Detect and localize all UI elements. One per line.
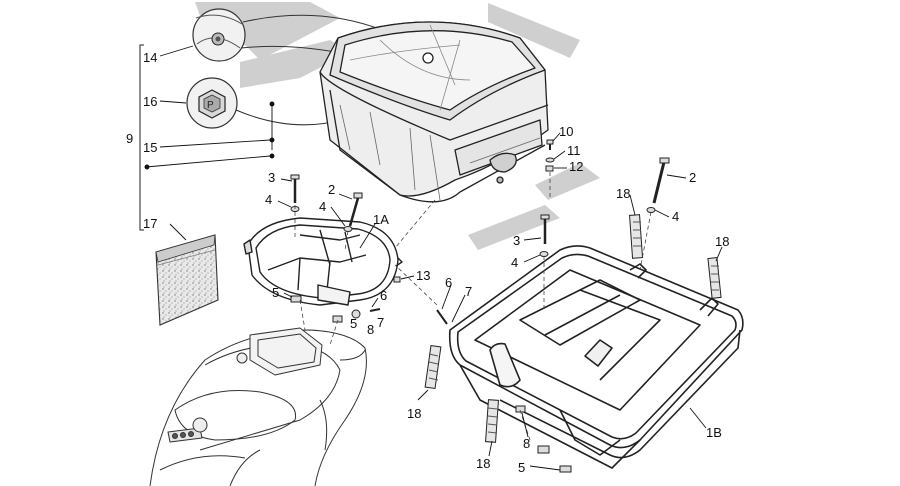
screw-10 [546,139,554,150]
callout-2-right: 2 [689,170,696,185]
callout-1A: 1A [373,212,389,227]
callout-15: 15 [143,140,157,155]
small-rack-1A [243,217,403,306]
callout-5-b: 5 [350,316,357,331]
band-lower-mid [468,205,560,250]
clip-5-a [290,295,302,303]
callout-4-mid: 4 [319,199,326,214]
callout-5-c: 5 [518,460,525,475]
callout-12: 12 [569,159,583,174]
nut-13 [393,276,401,283]
detail-circle-14 [192,8,246,62]
callout-7-b: 7 [465,284,472,299]
callout-labels: 14 16 9 15 17 3 4 2 4 1A 13 5 6 5 8 7 10… [126,50,729,475]
callout-3-right: 3 [513,233,520,248]
washer-4-lower [539,251,549,257]
group-bracket-9 [139,44,144,231]
callout-6-b: 6 [445,275,452,290]
washer-4-mid [343,226,353,232]
callout-4-right: 4 [672,209,679,224]
hardware [290,139,670,473]
bolt-2-left [348,192,363,227]
scooter-body [149,327,367,486]
screw-6-b [436,309,448,325]
washer-4-right [646,207,656,213]
clip-5-c [537,445,550,454]
callout-18-right: 18 [715,234,729,249]
nut-12 [545,165,554,172]
strap-18-right [707,257,722,299]
callout-18-left: 18 [407,406,421,421]
straps-18 [424,214,722,443]
callout-6-a: 6 [380,288,387,303]
callout-18-top: 18 [616,186,630,201]
callout-8-a: 8 [367,322,374,337]
strap-18-top [629,214,644,259]
strap-18-left [424,344,442,390]
callout-18-bottom: 18 [476,456,490,471]
band-mid-left [240,40,350,88]
callout-16: 16 [143,94,157,109]
callout-13: 13 [416,268,430,283]
band-bolt-right [535,163,600,200]
detail-circle-16: P [186,77,238,129]
callout-11: 11 [567,143,581,158]
callout-10: 10 [559,124,573,139]
washer-11 [545,157,555,163]
bolt-3-right [540,214,550,244]
callout-7-a: 7 [377,315,384,330]
callout-4-left: 4 [265,192,272,207]
large-rack-1B [448,245,744,469]
callout-2-left: 2 [328,182,335,197]
bag-17 [155,234,219,326]
callout-3-left: 3 [268,170,275,185]
band-right-top [488,3,580,58]
strap-18-bottom [485,399,499,443]
callout-14: 14 [143,50,157,65]
bolt-3-left [290,174,300,203]
bolt-2-right [652,157,670,204]
callout-1B: 1B [706,425,722,440]
callout-8-b: 8 [523,436,530,451]
clip-5-d [559,465,572,473]
callout-5-a: 5 [272,285,279,300]
callout-4-lower: 4 [511,255,518,270]
callout-9: 9 [126,131,133,146]
top-case [319,21,549,203]
nut-8-a [351,309,361,319]
screw-6-a [369,308,381,312]
callout-17: 17 [143,216,157,231]
svg-text:P: P [207,100,214,111]
leader-lines [144,45,723,471]
